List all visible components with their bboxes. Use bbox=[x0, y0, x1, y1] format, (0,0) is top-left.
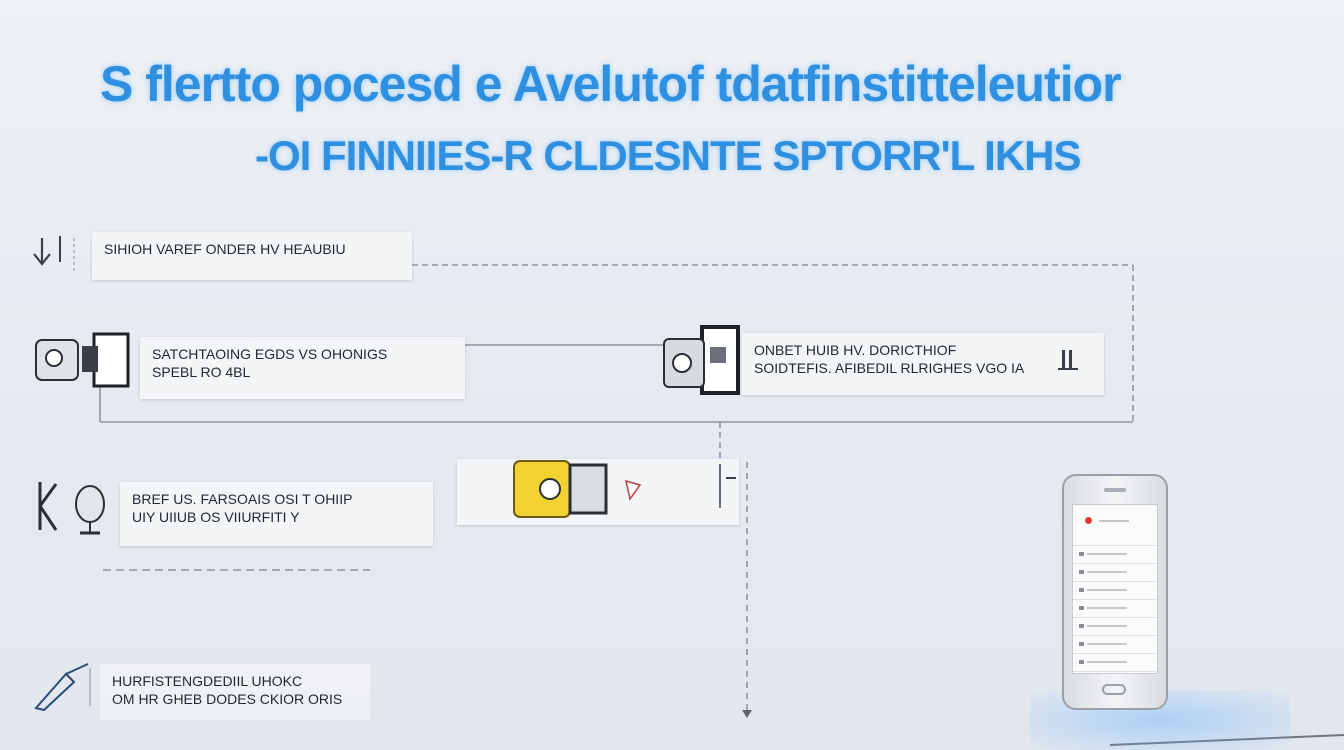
microphone-icon bbox=[38, 482, 105, 535]
step1-text: SIHIOH VAREF ONDER HV HEAUBIU bbox=[104, 241, 346, 257]
step6-box: HURFISTENGDEDIIL UHOKC OM HR GHEB DODES … bbox=[100, 664, 370, 720]
phone-speaker bbox=[1104, 488, 1126, 492]
bars-icon bbox=[1058, 350, 1078, 370]
phone-list-item bbox=[1073, 654, 1157, 672]
diagram-subtitle: -OI FINNIIES-R CLDESNTE SPTORR'L IKHS bbox=[255, 132, 1082, 179]
step2-text2: SPEBL RO 4BL bbox=[152, 364, 251, 380]
phone-header-row bbox=[1073, 505, 1157, 546]
pen-tip-line bbox=[1109, 734, 1344, 746]
step1-box: SIHIOH VAREF ONDER HV HEAUBIU bbox=[92, 232, 412, 280]
download-arrow-icon bbox=[33, 236, 75, 272]
step3-box: ONBET HUIB HV. DORICTHIOF SOIDTEFIS. AFI… bbox=[742, 333, 1104, 395]
phone-list-item bbox=[1073, 564, 1157, 582]
phone-list-item bbox=[1073, 618, 1157, 636]
phone-list-item bbox=[1073, 546, 1157, 564]
smartphone bbox=[1062, 474, 1168, 710]
step6-text: HURFISTENGDEDIIL UHOKC bbox=[112, 673, 303, 689]
phone-screen bbox=[1072, 504, 1158, 674]
step3-text2: SOIDTEFIS. AFIBEDIL RLRIGHES VGO IA bbox=[754, 360, 1025, 376]
printer-icon bbox=[663, 325, 740, 395]
arrowhead-down bbox=[742, 710, 752, 718]
phone-list-item bbox=[1073, 636, 1157, 654]
phone-list-item bbox=[1073, 582, 1157, 600]
diagram-title: S flertto pocesd e Avelutof tdatfinstitt… bbox=[100, 56, 1122, 112]
phone-list-item bbox=[1073, 600, 1157, 618]
step3-text: ONBET HUIB HV. DORICTHIOF bbox=[754, 342, 957, 358]
phone-home-button bbox=[1102, 684, 1126, 695]
step6-text2: OM HR GHEB DODES CKIOR ORIS bbox=[112, 691, 343, 707]
pen-icon bbox=[34, 663, 91, 712]
step2-text: SATCHTAOING EGDS VS OHONIGS bbox=[152, 346, 388, 362]
bracket-icon bbox=[719, 464, 736, 508]
record-dot-icon bbox=[1085, 517, 1092, 524]
yellow-device-icon bbox=[513, 460, 642, 518]
step4-box: BREF US. FARSOAIS OSI T OHIIP UIY UIIUB … bbox=[120, 482, 433, 546]
step2-box: SATCHTAOING EGDS VS OHONIGS SPEBL RO 4BL bbox=[140, 337, 465, 399]
printer-icon bbox=[35, 332, 130, 388]
step4-text: BREF US. FARSOAIS OSI T OHIIP bbox=[132, 491, 353, 507]
step4-text2: UIY UIIUB OS VIIURFITI Y bbox=[132, 509, 300, 525]
